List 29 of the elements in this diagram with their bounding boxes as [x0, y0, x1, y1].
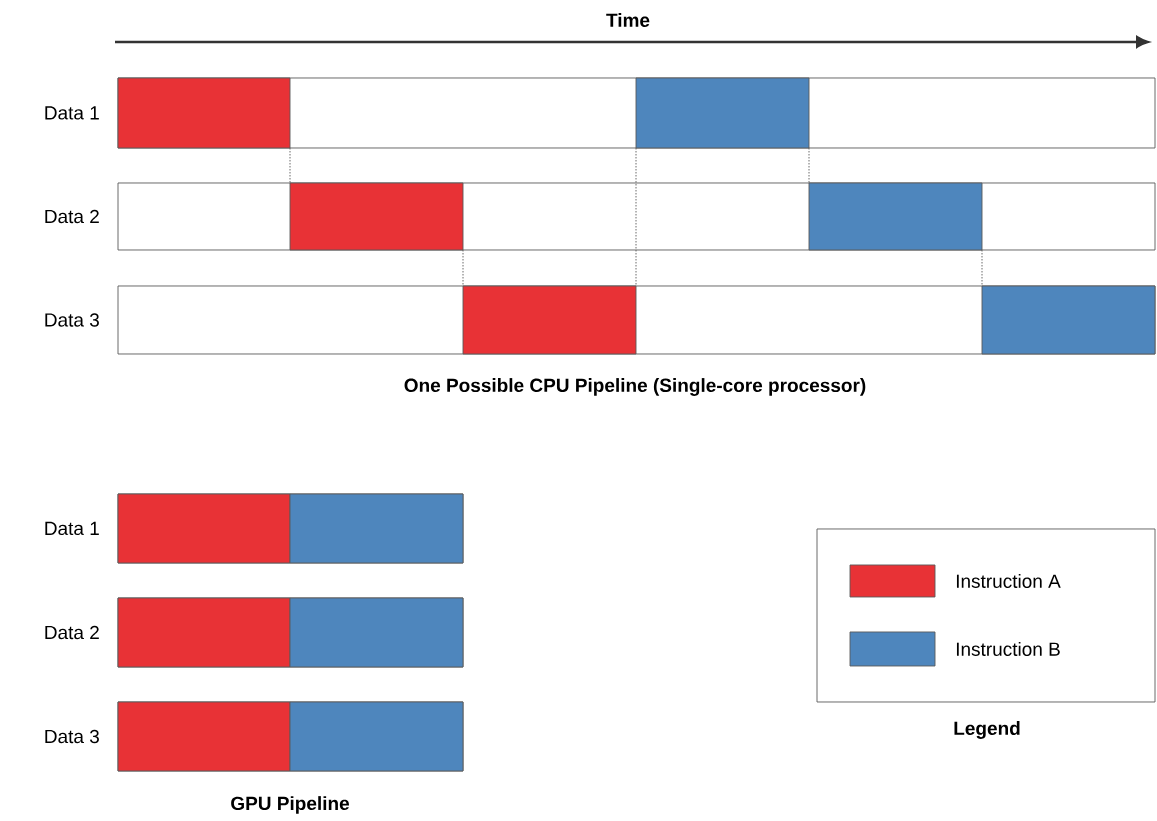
axis-title: Time: [606, 13, 650, 27]
row-label: Data 1: [45, 521, 99, 536]
caption: One Possible CPU Pipeline (Single-core processor): [404, 378, 866, 396]
caption: Legend: [954, 721, 1020, 739]
guide-line: [981, 249, 983, 287]
row-label: Data 2: [45, 209, 99, 224]
guide-line: [289, 147, 291, 184]
guide-line: [462, 249, 464, 287]
instruction-block: [808, 182, 983, 251]
legend-text: Instruction B: [956, 642, 1060, 656]
row-label: Data 3: [45, 729, 99, 744]
caption: GPU Pipeline: [231, 796, 349, 814]
instruction-block: [981, 285, 1156, 355]
row-label: Data 2: [45, 625, 99, 640]
instruction-block: [117, 597, 291, 668]
row-label: Data 3: [45, 313, 99, 327]
instruction-block: [117, 493, 291, 564]
row-label: Data 1: [45, 106, 99, 120]
instruction-block: [635, 77, 810, 149]
guide-line: [808, 147, 810, 184]
instruction-block: [289, 182, 464, 251]
legend-text: Instruction A: [956, 574, 1061, 588]
instruction-block: [289, 597, 464, 668]
guide-line: [635, 147, 637, 287]
instruction-block: [117, 77, 291, 149]
instruction-block: [289, 493, 464, 564]
instruction-block: [462, 285, 637, 355]
instruction-block: [117, 701, 291, 772]
instruction-block: [289, 701, 464, 772]
